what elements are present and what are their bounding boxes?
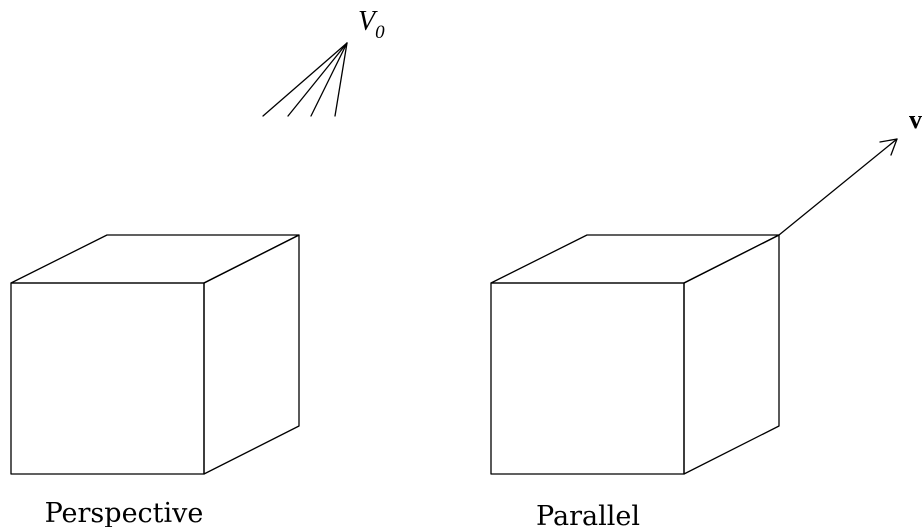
- viewpoint-label: V0: [358, 6, 385, 43]
- parallel-caption: Parallel: [536, 501, 640, 527]
- parallel-cube-top-face: [490, 234, 780, 284]
- perspective-cube: [10, 234, 300, 475]
- direction-vector-arrowhead: [879, 138, 898, 156]
- parallel-cube: [490, 234, 780, 475]
- viewpoint-rays: [262, 42, 348, 117]
- parallel-cube-front-face: [490, 282, 685, 475]
- viewpoint-label-main: V: [358, 6, 378, 37]
- perspective-cube-side-face: [203, 234, 300, 475]
- ray-4: [334, 42, 348, 117]
- perspective-cube-front-face: [10, 282, 205, 475]
- ray-1: [262, 42, 348, 117]
- ray-2: [287, 42, 348, 117]
- ray-3: [310, 42, 348, 117]
- perspective-caption: Perspective: [45, 498, 204, 527]
- parallel-cube-side-face: [683, 234, 780, 475]
- direction-vector-label: v: [909, 105, 922, 134]
- perspective-cube-top-face: [10, 234, 300, 284]
- direction-vector-shaft: [778, 138, 898, 236]
- viewpoint-label-subscript: 0: [375, 22, 385, 43]
- direction-vector-arrow: [778, 138, 898, 236]
